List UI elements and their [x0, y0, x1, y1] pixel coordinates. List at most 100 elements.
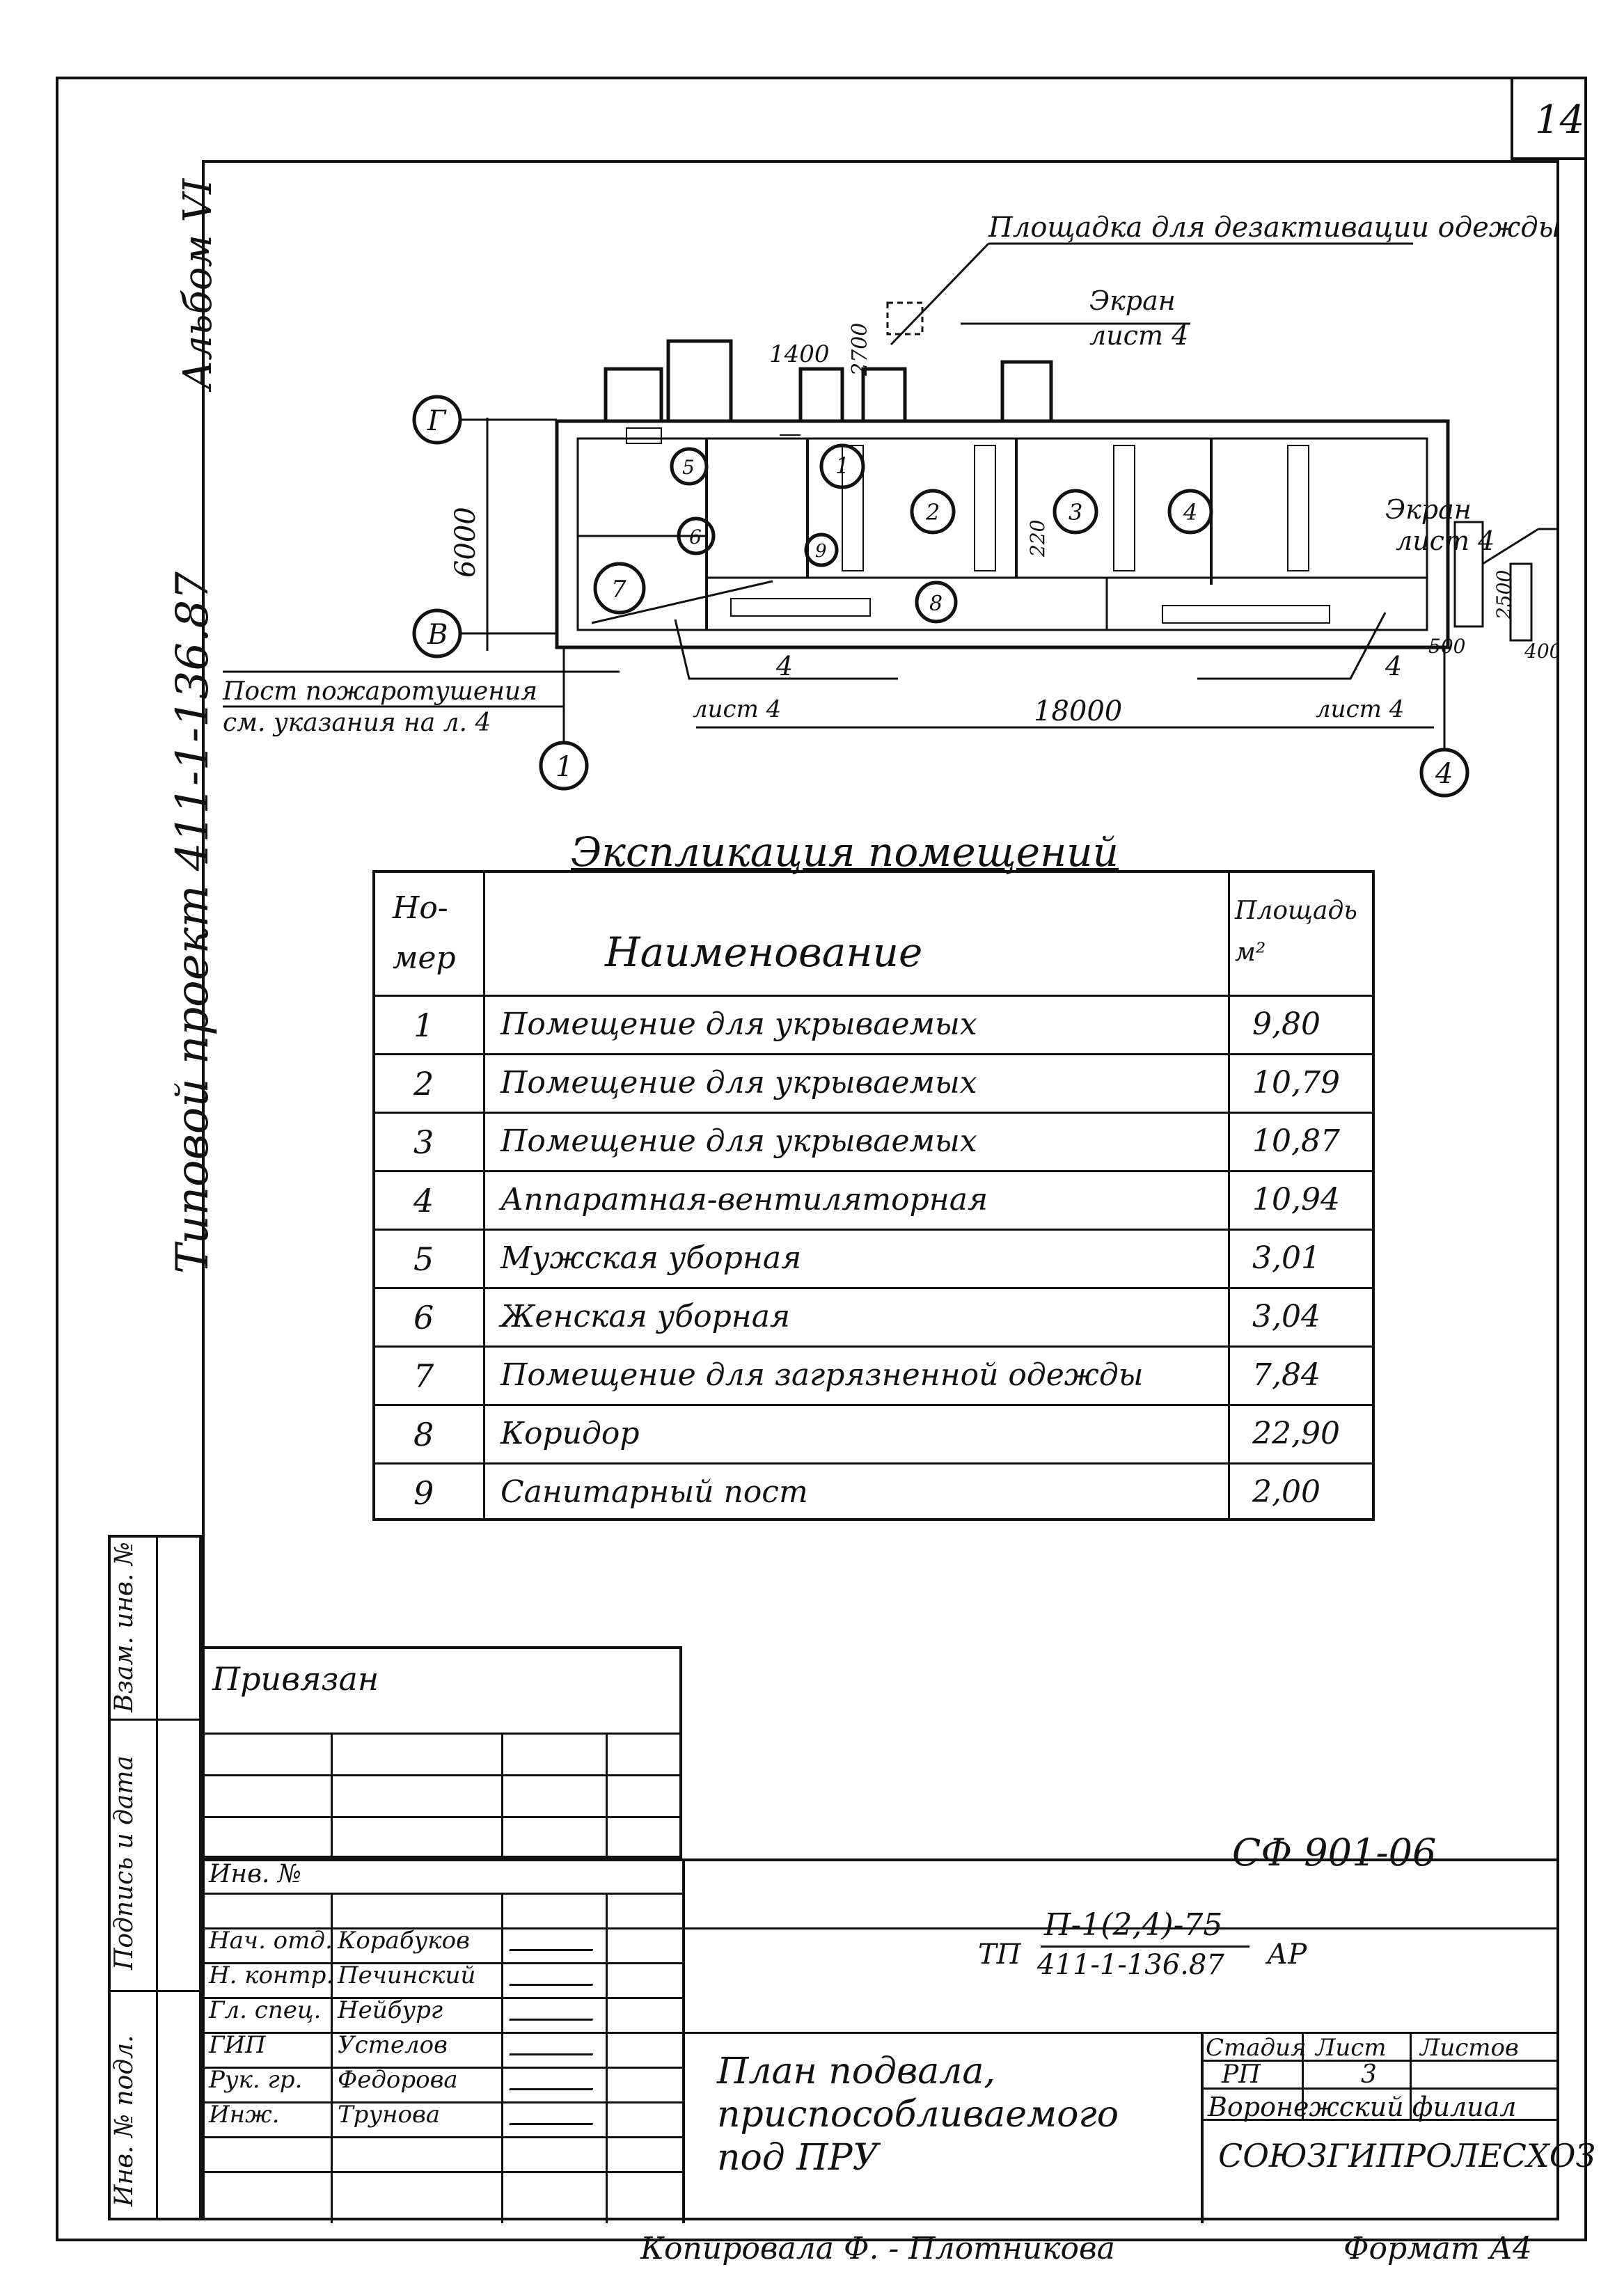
room-4: 4 [1183, 499, 1197, 526]
stamp-role: Н. контр. [209, 1962, 334, 1989]
screen-top-sheet: лист 4 [1089, 320, 1188, 351]
axis-4: 4 [1435, 758, 1453, 790]
row-name: Помещение для укрываемых [500, 1007, 977, 1042]
room-6: 6 [689, 526, 702, 548]
row-number: 2 [413, 1065, 434, 1103]
row-area: 22,90 [1252, 1416, 1340, 1451]
tp-suffix: АР [1267, 1939, 1307, 1971]
axis-1: 1 [555, 751, 573, 783]
row-area: 9,80 [1252, 1007, 1321, 1042]
table-row: 1 Помещение для укрываемых 9,80 [375, 995, 1372, 1053]
tp-fraction-line [1041, 1945, 1249, 1948]
tp-denominator: 411-1-136.87 [1037, 1949, 1224, 1981]
copied-by: Копировала Ф. - Плотникова [640, 2231, 1115, 2266]
col-num-header: Но- мер [393, 890, 456, 976]
stamp-role: ГИП [209, 2031, 266, 2059]
room-1: 1 [835, 452, 849, 479]
dim-400: 400 [1524, 640, 1559, 663]
signature [509, 2041, 598, 2055]
stage-value: РП [1222, 2060, 1261, 2089]
tp-numerator: П-1(2,4)-75 [1044, 1907, 1223, 1943]
row-area: 10,94 [1252, 1182, 1340, 1217]
row-name: Коридор [500, 1416, 640, 1451]
fire-post-label: Пост пожаротушения [222, 677, 537, 706]
page-number-box [1511, 77, 1587, 160]
signature [509, 1936, 598, 1951]
signature [509, 2006, 598, 2021]
side-sign-date: Подпись и дата [110, 1755, 139, 1970]
dim-220: 220 [1026, 520, 1049, 558]
stamp-name: Корабуков [338, 1927, 470, 1955]
org-line-1: Воронежский филиал [1208, 2092, 1517, 2122]
explication-title: Экспликация помещений [571, 828, 1119, 876]
dim-length: 18000 [1034, 695, 1122, 727]
row-name: Аппаратная-вентиляторная [500, 1182, 988, 1217]
stamp-name: Трунова [338, 2101, 441, 2129]
format-label: Формат А4 [1343, 2231, 1532, 2266]
side-replace-inv: Взам. инв. № [110, 1541, 139, 1712]
table-row: 8 Коридор 22,90 [375, 1404, 1372, 1462]
room-9: 9 [815, 541, 827, 562]
row-area: 2,00 [1252, 1474, 1321, 1510]
axis-g: Г [427, 405, 447, 437]
table-row: 7 Помещение для загрязненной одежды 7,84 [375, 1345, 1372, 1404]
room-8: 8 [929, 592, 943, 616]
dim-top-2: 2700 [848, 323, 872, 377]
col-sheets: Листов [1420, 2034, 1519, 2062]
row-name: Помещение для загрязненной одежды [500, 1357, 1144, 1393]
side-inv-orig: Инв. № подл. [110, 2035, 139, 2207]
row-name: Мужская уборная [500, 1240, 802, 1276]
table-row: 5 Мужская уборная 3,01 [375, 1229, 1372, 1287]
stamp-role: Гл. спец. [209, 1996, 322, 2024]
stamp-name: Устелов [338, 2031, 448, 2059]
stamp-name: Федорова [338, 2066, 458, 2094]
col-name-header: Наименование [605, 929, 923, 976]
room-2: 2 [925, 499, 940, 526]
col-stage: Стадия [1206, 2034, 1307, 2062]
dim-height: 6000 [450, 507, 482, 578]
axis-v: В [427, 619, 448, 651]
row-area: 7,84 [1252, 1357, 1321, 1393]
stamp-role: Рук. гр. [209, 2066, 303, 2094]
dim-2500: 2500 [1492, 570, 1515, 620]
stamp-role: Инж. [209, 2101, 280, 2129]
stamp-name: Нейбург [338, 1996, 443, 2024]
table-row: 4 Аппаратная-вентиляторная 10,94 [375, 1170, 1372, 1229]
row-number: 3 [413, 1123, 434, 1161]
row-number: 1 [413, 1007, 434, 1044]
room-5: 5 [682, 456, 695, 479]
main-stamp [202, 1858, 1559, 2223]
row-number: 7 [413, 1357, 434, 1395]
col-area-header: Площадь м² [1235, 897, 1357, 967]
row-area: 10,79 [1252, 1065, 1340, 1100]
row-name: Санитарный пост [500, 1474, 808, 1510]
row-area: 3,01 [1252, 1240, 1321, 1276]
stamp-role: Нач. отд. [209, 1927, 333, 1955]
screen-top-label: Экран [1089, 285, 1176, 316]
section-right-sheet: лист 4 [1316, 695, 1404, 723]
section-right-mark: 4 [1385, 651, 1402, 681]
drawing-title: План подвала, приспособливаемого под ПРУ [717, 2051, 1119, 2179]
fire-post-note: см. указания на л. 4 [223, 709, 491, 737]
sheet-value: 3 [1361, 2060, 1377, 2089]
row-area: 3,04 [1252, 1299, 1321, 1334]
privyazan-label: Привязан [212, 1660, 379, 1698]
dim-500: 500 [1428, 635, 1465, 658]
row-name: Женская уборная [500, 1299, 791, 1334]
org-line-2: СОЮЗГИПРОЛЕСХОЗ [1218, 2137, 1596, 2175]
doc-code: СФ 901-06 [1232, 1831, 1437, 1874]
section-left-mark: 4 [775, 651, 793, 681]
privyazan-block [202, 1646, 682, 1861]
row-number: 5 [413, 1240, 434, 1278]
section-left-sheet: лист 4 [693, 695, 781, 723]
inv-no-label: Инв. № [209, 1860, 302, 1888]
row-number: 4 [413, 1182, 434, 1220]
row-area: 10,87 [1252, 1123, 1340, 1159]
row-number: 8 [413, 1416, 434, 1453]
signature [509, 2076, 598, 2090]
col-sheet: Лист [1316, 2034, 1387, 2062]
screen-right-label: Экран [1385, 494, 1472, 525]
